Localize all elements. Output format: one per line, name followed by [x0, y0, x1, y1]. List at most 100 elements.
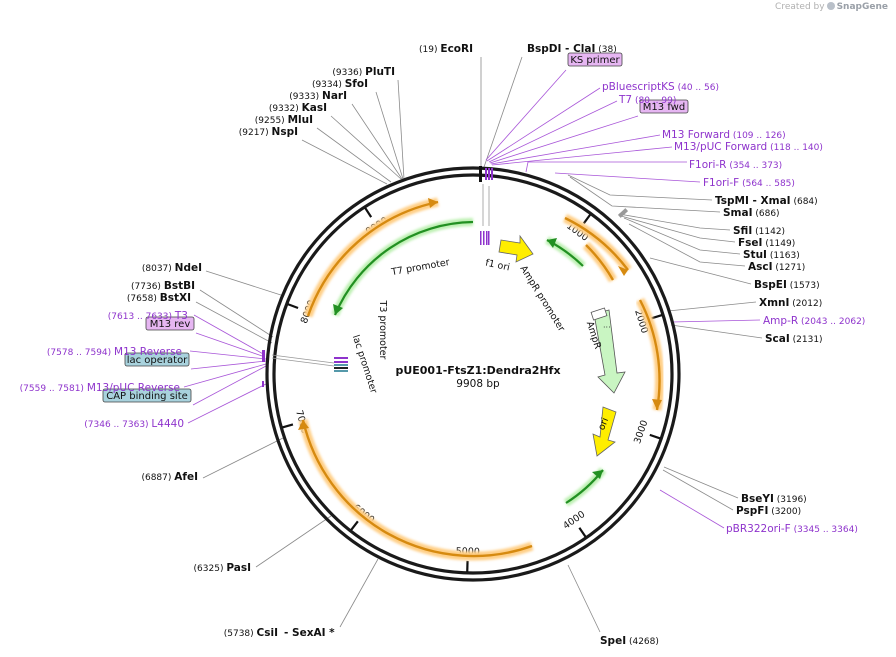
leader-smai	[569, 176, 721, 213]
arc-green-bottom-arrowhead	[592, 470, 603, 479]
enzyme-label-pspfi: PspFI (3200)	[736, 505, 801, 517]
leader-sfoi	[375, 91, 404, 180]
plasmid-size: 9908 bp	[456, 378, 500, 390]
feature-box-label-0: KS primer	[570, 55, 620, 66]
leader-pasi	[255, 515, 332, 568]
primer-label-0: pBluescriptKS (40 .. 56)	[602, 81, 719, 93]
enzyme-label-bstbi: (7736) BstBI	[131, 280, 195, 292]
enzyme-label-mlui: (9255) MluI	[255, 114, 313, 126]
leader-nspi	[301, 139, 388, 185]
tick-label-3000: 3000	[632, 419, 650, 445]
leader-cap-site	[192, 365, 267, 406]
feature-box-0	[567, 52, 623, 67]
feature-box-3	[124, 352, 190, 367]
feature-box-label-4: CAP binding site	[106, 391, 188, 402]
mark-inner-3	[486, 231, 488, 245]
tick-mark-1000	[582, 213, 592, 225]
enzyme-label-asci: AscI (1271)	[748, 261, 805, 273]
leader-pspfi	[662, 469, 734, 511]
arc-bottom	[301, 419, 533, 558]
leader-nari	[351, 103, 403, 180]
mark-primer-1	[485, 168, 487, 180]
primer-label-left-2: (7559 .. 7581) M13/pUC Reverse	[20, 382, 180, 394]
tick-mark-8000	[287, 303, 299, 310]
site-labels: (19) EcoRI(9336) PluTI(9334) SfoI(9333) …	[20, 43, 866, 647]
feature-label-6: lac promoter	[350, 334, 379, 395]
feature-box-label-2: M13 rev	[150, 319, 191, 330]
leader-scai	[670, 324, 763, 339]
leader-pbluescriptks	[486, 87, 601, 162]
arc-right-mid	[638, 299, 661, 411]
arc-right-top	[564, 216, 629, 271]
credit-brand: SnapGene	[836, 2, 888, 12]
leader-t7	[488, 100, 618, 163]
enzyme-label-bstxi: (7658) BstXI	[127, 292, 191, 304]
leader-m13-forward	[490, 134, 661, 165]
leader-tspmi	[567, 174, 713, 201]
primer-label-left-3: (7346 .. 7363) L4440	[84, 418, 184, 430]
primer-label-6: Amp-R (2043 .. 2062)	[763, 315, 865, 327]
arc-bottom-arrowhead	[298, 420, 309, 430]
leader-mlui	[316, 127, 392, 183]
enzyme-label-smai: SmaI (686)	[723, 207, 780, 219]
ampr-dots: ···	[603, 323, 611, 332]
leader-asci	[628, 223, 746, 267]
enzyme-label-sfoi: (9334) SfoI	[312, 78, 368, 90]
enzyme-label-ndei: (8037) NdeI	[142, 262, 202, 274]
feature-box-label-3: lac operator	[127, 355, 188, 366]
enzyme-label-spei: SpeI (4268)	[600, 635, 659, 647]
leader-lines	[195, 56, 763, 633]
arc-green-right-arrowhead	[547, 238, 557, 248]
leader-bstxi	[195, 301, 273, 344]
primer-label-left-0: (7613 .. 7633) T3	[108, 310, 188, 322]
arc-green-left-arrowhead	[333, 304, 343, 315]
enzyme-label-xmni: XmnI (2012)	[759, 297, 822, 309]
leader-sfii	[618, 213, 731, 231]
enzyme-label-scai: ScaI (2131)	[765, 333, 823, 345]
backbone-outer-ring	[265, 166, 681, 582]
enzyme-label-sexai: - SexAI *	[284, 627, 335, 639]
enzyme-label-bseyi: BseYI (3196)	[741, 493, 807, 505]
primer-label-3: M13/pUC Forward (118 .. 140)	[674, 141, 823, 153]
feature-label-0: T7 promoter	[390, 257, 451, 278]
arc-glow-bottom	[298, 418, 534, 561]
primer-label-1: T7 (80 .. 99)	[618, 94, 676, 106]
leader-f1ori-f	[554, 172, 701, 183]
enzyme-label-afei: (6887) AfeI	[141, 471, 198, 483]
enzyme-label-sfii: SfiI (1142)	[733, 225, 785, 237]
promoter-line-3	[271, 354, 335, 364]
leader-spei	[567, 564, 601, 633]
leader-kasi	[330, 115, 402, 180]
tick-mark-2000	[651, 313, 663, 320]
feature-box-label-1: M13 fwd	[643, 102, 685, 113]
lac-stripes	[334, 357, 348, 372]
mark-primer-2	[488, 168, 490, 180]
plasmid-name: pUE001-FtsZ1:Dendra2Hfx	[395, 364, 560, 377]
mark-l4440	[262, 381, 264, 387]
enzyme-label-bspei: BspEI (1573)	[754, 279, 820, 291]
tick-mark-9000	[364, 207, 373, 218]
arc-right-top-arrowhead	[618, 266, 628, 276]
leader-stui	[623, 217, 741, 255]
tick-mark-3000	[649, 433, 661, 440]
primer-label-2: M13 Forward (109 .. 126)	[662, 129, 786, 141]
enzyme-label-nspi: (9217) NspI	[239, 126, 298, 138]
primer-leader-lines	[183, 69, 761, 529]
leader-m13rev	[195, 332, 266, 358]
leader-f1ori-r	[525, 161, 687, 173]
primer-label-4: F1ori-R (354 .. 373)	[689, 159, 782, 171]
arc-upper-left	[306, 200, 439, 317]
enzyme-label-pluti: (9336) PluTI	[332, 66, 395, 78]
leader-m13puc-reverse	[183, 363, 267, 388]
enzyme-label-tspmi: TspMI - XmaI (684)	[715, 195, 818, 207]
leader-bseyi	[663, 466, 739, 499]
primer-label-7: pBR322ori-F (3345 .. 3364)	[726, 523, 858, 535]
ori-arrow	[592, 406, 617, 457]
enzyme-label-bspdi: BspDI - ClaI (38)	[527, 43, 617, 55]
leader-csii	[339, 558, 379, 628]
leader-m13puc-forward	[491, 146, 673, 166]
